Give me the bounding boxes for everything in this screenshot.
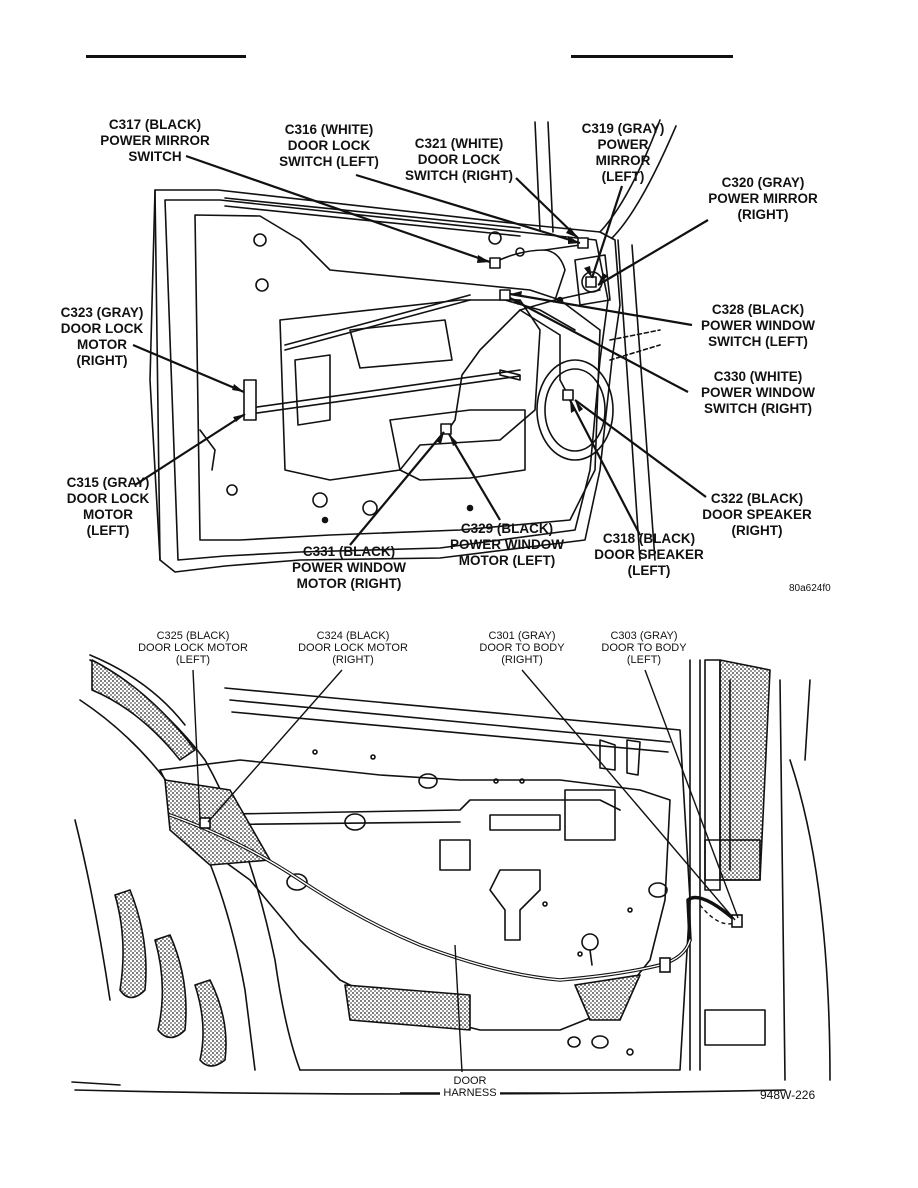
label-c328-power-window-switch-left: C328 (BLACK) POWER WINDOW SWITCH (LEFT)	[701, 302, 815, 349]
label-c325-door-lock-motor-left: C325 (BLACK) DOOR LOCK MOTOR (LEFT)	[138, 630, 248, 666]
top-figure-code: 80a624f0	[789, 583, 831, 594]
label-c318-door-speaker-left: C318 (BLACK) DOOR SPEAKER (LEFT)	[594, 531, 704, 578]
label-c319-power-mirror-left: C319 (GRAY) POWER MIRROR (LEFT)	[581, 121, 665, 184]
bottom-figure-code: 948W-226	[760, 1088, 816, 1102]
header-rule-right	[571, 55, 733, 58]
label-c303-door-to-body-left: C303 (GRAY) DOOR TO BODY (LEFT)	[601, 630, 687, 666]
label-door-harness: DOOR HARNESS	[440, 1075, 500, 1099]
label-c321-door-lock-switch-right: C321 (WHITE) DOOR LOCK SWITCH (RIGHT)	[405, 136, 513, 183]
label-c315-door-lock-motor-left: C315 (GRAY) DOOR LOCK MOTOR (LEFT)	[66, 475, 150, 538]
label-c316-door-lock-switch-left: C316 (WHITE) DOOR LOCK SWITCH (LEFT)	[279, 122, 379, 169]
top-door-illustration	[132, 119, 709, 573]
label-c329-power-window-motor-left: C329 (BLACK) POWER WINDOW MOTOR (LEFT)	[450, 521, 564, 568]
label-c324-door-lock-motor-right: C324 (BLACK) DOOR LOCK MOTOR (RIGHT)	[298, 630, 408, 666]
label-c330-power-window-switch-right: C330 (WHITE) POWER WINDOW SWITCH (RIGHT)	[701, 369, 815, 416]
label-c320-power-mirror-right: C320 (GRAY) POWER MIRROR (RIGHT)	[708, 175, 818, 222]
header-rule-left	[86, 55, 246, 58]
label-c331-power-window-motor-right: C331 (BLACK) POWER WINDOW MOTOR (RIGHT)	[292, 544, 406, 591]
label-c323-door-lock-motor-right: C323 (GRAY) DOOR LOCK MOTOR (RIGHT)	[60, 305, 144, 368]
label-c301-door-to-body-right: C301 (GRAY) DOOR TO BODY (RIGHT)	[479, 630, 565, 666]
label-c317-power-mirror-switch: C317 (BLACK) POWER MIRROR SWITCH	[100, 117, 210, 164]
label-c322-door-speaker-right: C322 (BLACK) DOOR SPEAKER (RIGHT)	[702, 491, 812, 538]
